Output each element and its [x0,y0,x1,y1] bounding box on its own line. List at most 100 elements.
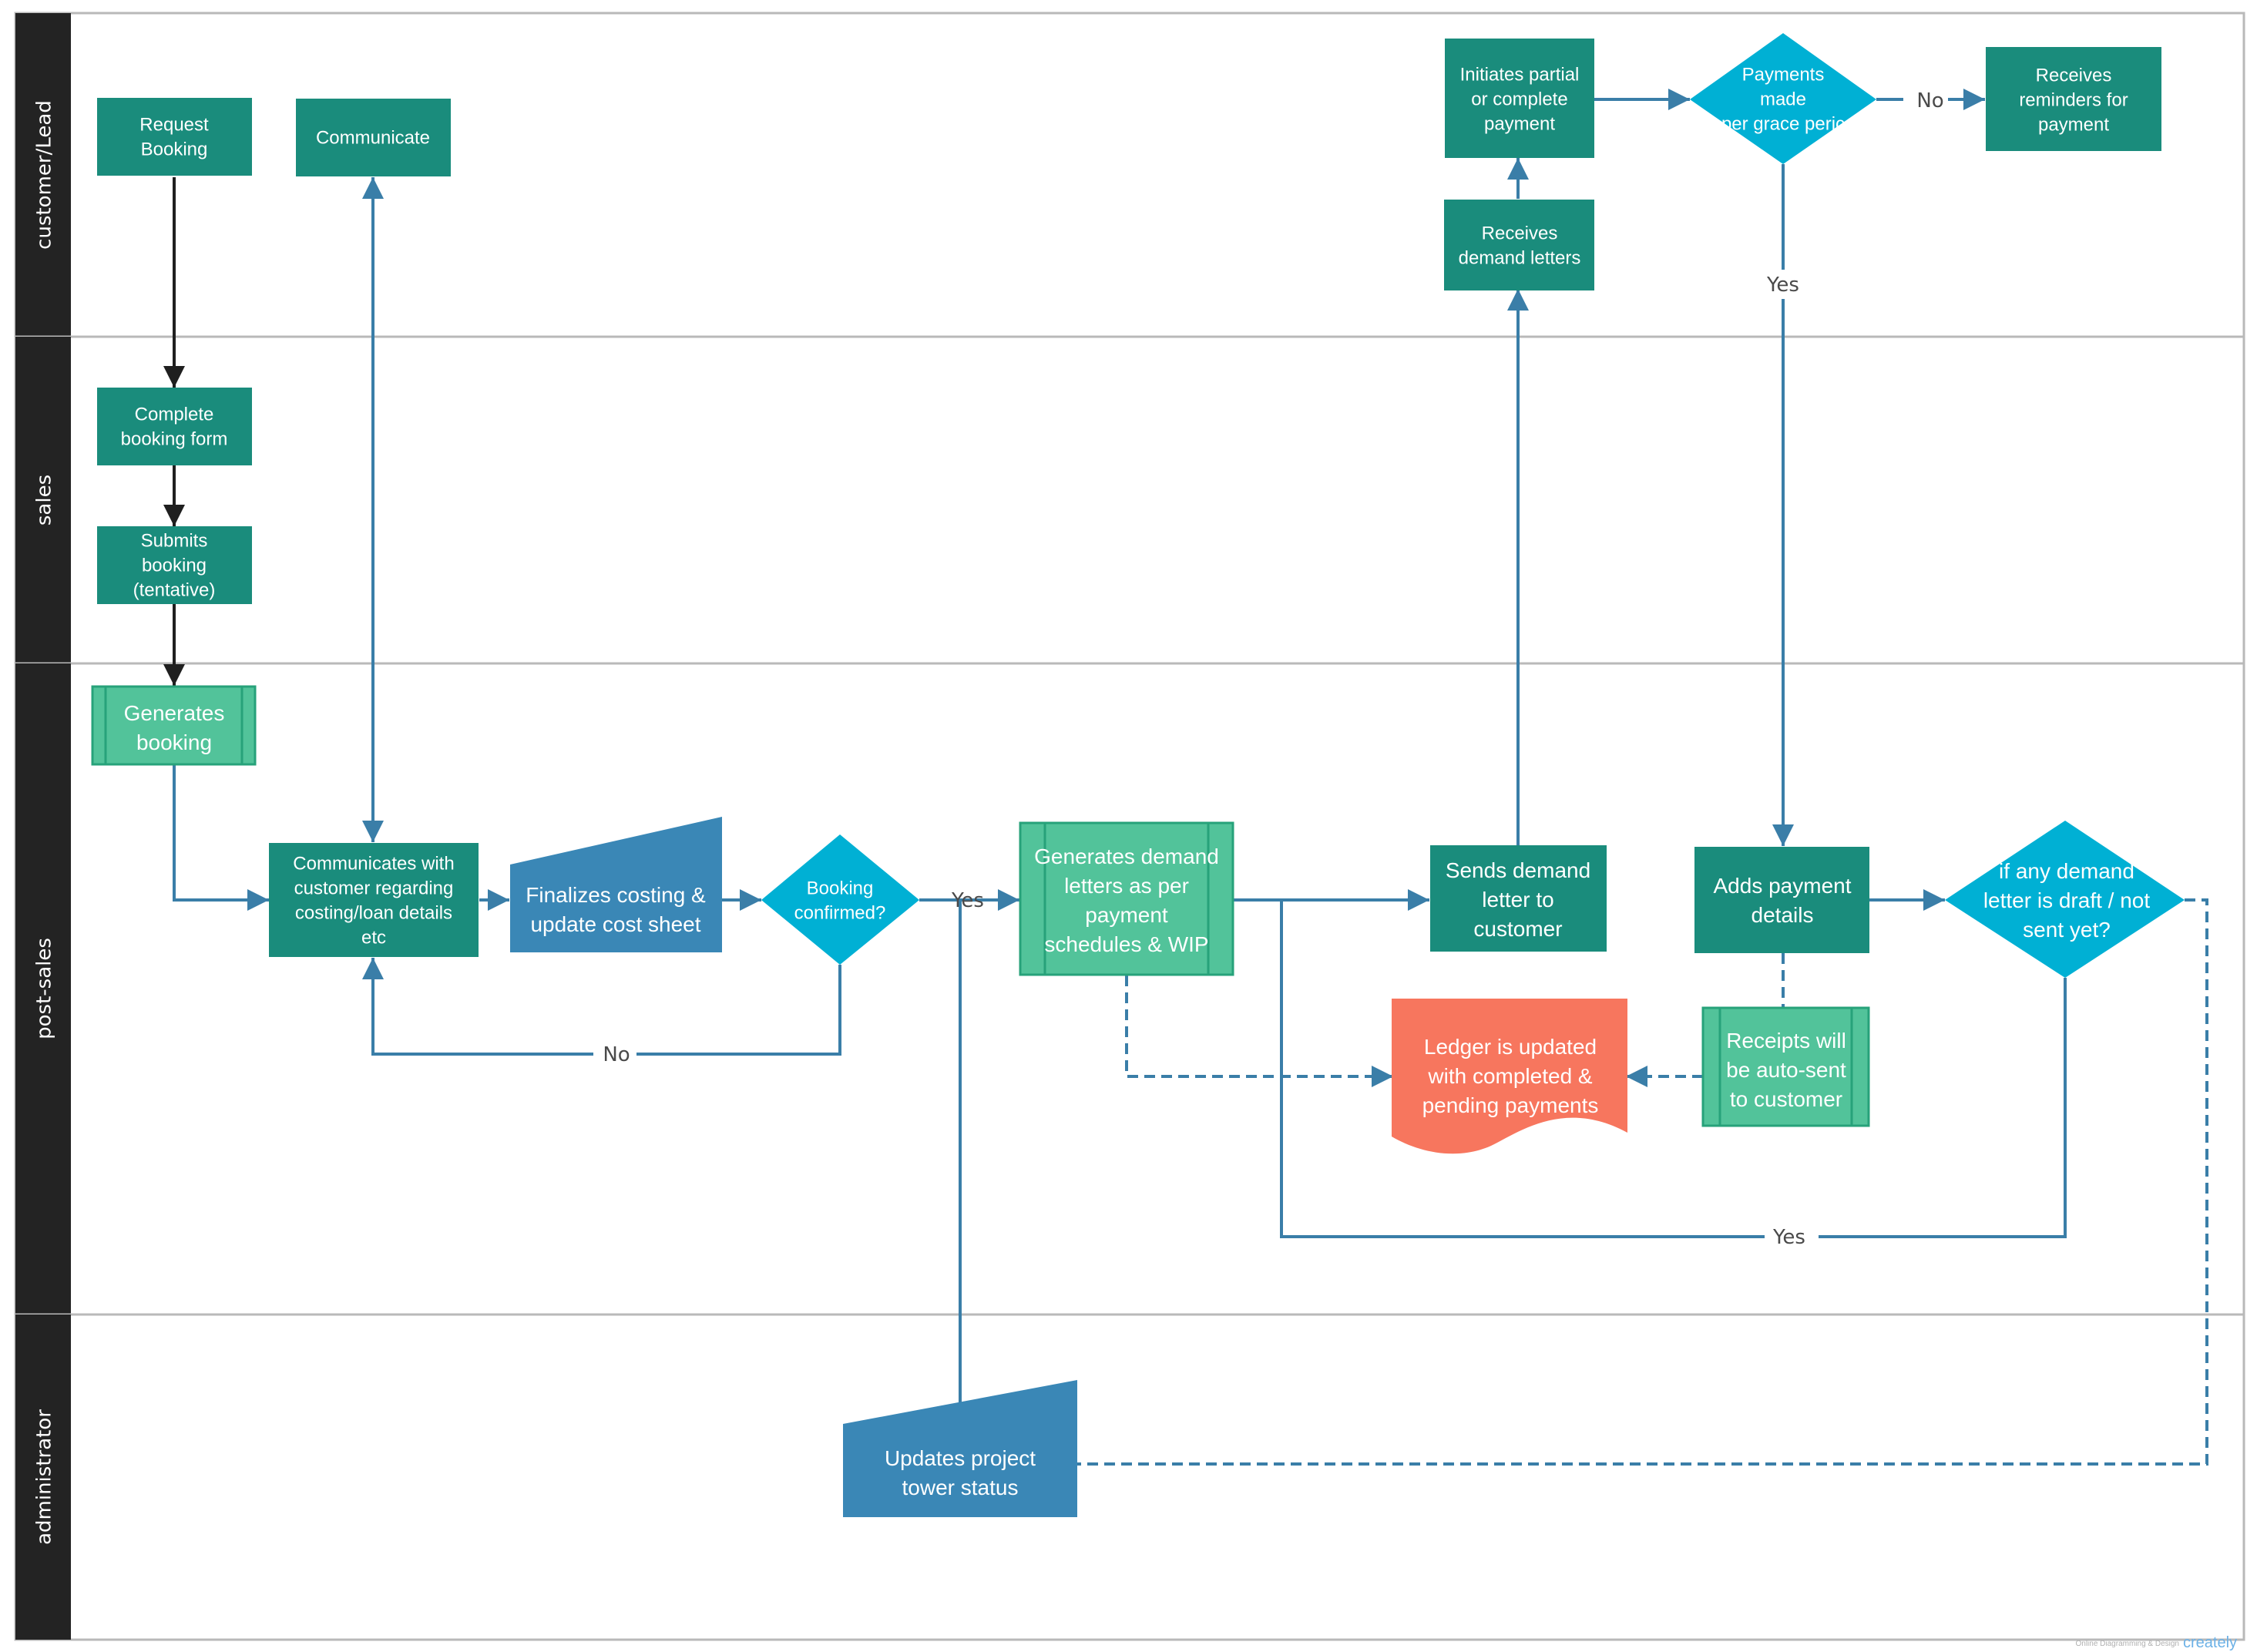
updates-tower-label: Updates project tower status [885,1446,1036,1499]
generates-demand-label-line: schedules & WIP [1044,932,1208,956]
submits-booking-label-line: (tentative) [133,579,216,600]
communicate-label: Communicate [316,127,430,148]
brand-logo: creately [2183,1634,2237,1651]
submits-booking-node[interactable]: Submits booking (tentative) [97,526,252,604]
sends-demand-label-line: letter to [1482,888,1553,912]
sends-demand-label-line: Sends demand [1446,858,1590,882]
adds-payment-label-line: details [1752,903,1814,927]
updates-tower-label-line: Updates project [885,1446,1036,1470]
payments-decision-label-line: per grace peric [1721,113,1845,134]
receipts-auto-label-line: to customer [1730,1087,1842,1111]
payments-decision-label: Payments made per grace peric [1721,64,1845,134]
booking-confirmed-label-line: Booking [807,878,874,898]
payments-decision-node[interactable]: Payments made per grace peric [1690,33,1876,164]
payments-decision-label-line: made [1760,89,1806,109]
lane-sales: sales [14,335,2245,665]
lane-label-customer: customer/Lead [33,100,56,250]
initiates-payment-label-line: Initiates partial [1460,64,1580,85]
submits-booking-label-line: Submits [141,530,208,551]
sends-demand-label-line: customer [1473,917,1562,941]
communicate-label-line: Communicate [316,127,430,148]
lane-post-sales: post-sales [14,662,2245,1316]
submits-booking-label-line: booking [142,555,207,576]
request-booking-label-line: Booking [141,139,208,159]
watermark-text: Online Diagramming & Design [2075,1640,2179,1648]
ledger-updated-node[interactable]: Ledger is updated with completed & pending… [1392,999,1627,1154]
watermark: Online Diagramming & Design creately [2075,1634,2237,1651]
generates-booking-label-line: booking [136,730,212,754]
edge-labels: No Yes Yes No Yes [593,85,1948,1251]
receives-reminders-label-line: payment [2038,114,2109,135]
receives-demand-label: Receives demand letters [1459,223,1581,268]
generates-booking-label-line: Generates [124,701,225,725]
lane-label-post-sales: post-sales [33,938,56,1039]
sends-demand-node[interactable]: Sends demand letter to customer [1430,845,1607,952]
finalizes-costing-label-line: update cost sheet [530,912,700,936]
generates-demand-node[interactable]: Generates demand letters as per payment sch… [1019,821,1234,976]
ledger-updated-label-line: with completed & [1427,1064,1593,1088]
initiates-payment-label-line: or complete [1471,89,1567,109]
draft-decision-label-line: if any demand [1999,859,2134,883]
request-booking-label-line: Request [139,114,209,135]
adds-payment-label: Adds payment details [1714,874,1852,927]
ledger-updated-label: Ledger is updated with completed & pending… [1422,1035,1599,1117]
submits-booking-label: Submits booking (tentative) [133,530,216,600]
finalizes-costing-label-line: Finalizes costing & [526,883,706,907]
receives-reminders-label: Receives reminders for payment [2019,65,2128,135]
communicates-customer-label-line: customer regarding [294,878,454,898]
lane-administrator: administrator [14,1313,2245,1641]
booking-confirmed-label: Booking confirmed? [794,878,886,923]
booking-confirmed-label-line: confirmed? [794,902,886,923]
generates-booking-node[interactable]: Generates booking [91,685,257,766]
ledger-updated-label-line: pending payments [1422,1093,1599,1117]
initiates-payment-label: Initiates partial or complete payment [1460,64,1580,134]
receives-reminders-label-line: reminders for [2019,89,2128,110]
generates-demand-label-line: payment [1085,903,1168,927]
updates-tower-label-line: tower status [902,1476,1019,1499]
communicate-node[interactable]: Communicate [296,99,451,176]
updates-tower-node[interactable]: Updates project tower status [843,1380,1077,1517]
generates-demand-label-line: letters as per [1064,874,1189,898]
receipts-auto-node[interactable]: Receipts will be auto-sent to customer [1701,1006,1870,1127]
edge-generates-to-communicates [173,765,269,911]
edge-label-yes-draft: Yes [1772,1226,1805,1249]
receives-reminders-node[interactable]: Receives reminders for payment [1986,47,2161,151]
edge-label-no-booking: No [603,1043,630,1066]
edge-label-yes-booking: Yes [951,889,984,912]
booking-confirmed-node[interactable]: Booking confirmed? [761,834,919,965]
lane-label-sales: sales [33,475,56,525]
generates-booking-label: Generates booking [124,701,225,754]
generates-demand-label: Generates demand letters as per payment sch… [1034,844,1219,956]
receipts-auto-label-line: be auto-sent [1726,1058,1846,1082]
edge-draft-yes-loop [1280,900,2067,1238]
receives-demand-label-line: Receives [1482,223,1558,243]
adds-payment-node[interactable]: Adds payment details [1694,847,1869,953]
receipts-auto-label: Receipts will be auto-sent to customer [1726,1029,1846,1111]
initiates-payment-node[interactable]: Initiates partial or complete payment [1445,39,1594,158]
generates-demand-label-line: Generates demand [1034,844,1219,868]
receives-reminders-label-line: Receives [2036,65,2112,86]
ledger-updated-label-line: Ledger is updated [1424,1035,1597,1059]
initiates-payment-label-line: payment [1484,113,1555,134]
receives-demand-label-line: demand letters [1459,247,1581,268]
complete-form-label-line: booking form [121,428,228,449]
receives-demand-node[interactable]: Receives demand letters [1444,200,1594,290]
communicates-customer-label-line: costing/loan details [295,902,452,923]
lane-label-administrator: administrator [33,1409,56,1545]
payments-decision-label-line: Payments [1742,64,1825,85]
communicates-customer-label-line: etc [361,927,386,948]
receipts-auto-label-line: Receipts will [1726,1029,1846,1053]
draft-decision-label-line: letter is draft / not [1983,888,2151,912]
adds-payment-label-line: Adds payment [1714,874,1852,898]
finalizes-costing-node[interactable]: Finalizes costing & update cost sheet [510,817,722,952]
edge-generates-demand-to-ledger [1125,975,1393,1087]
